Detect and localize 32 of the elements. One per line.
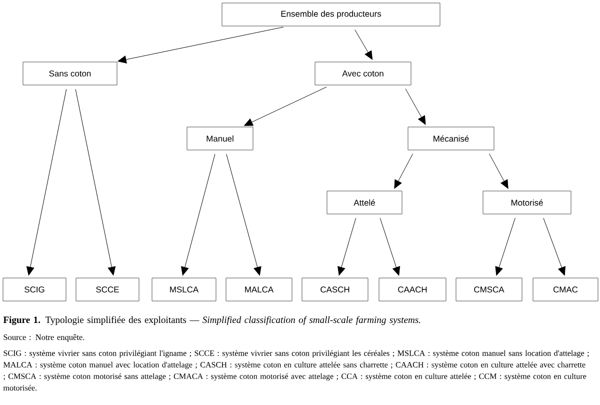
arrow xyxy=(26,88,67,276)
category-box: Sans coton xyxy=(22,62,118,86)
category-box: SCCE xyxy=(76,278,140,302)
source-note: Source : Notre enquête. xyxy=(4,334,84,342)
category-box: CASCH xyxy=(302,278,368,302)
arrow xyxy=(181,154,216,276)
category-box: Motorisé xyxy=(482,190,572,214)
category-box: MSLCA xyxy=(152,278,216,302)
arrow xyxy=(380,218,400,276)
arrow xyxy=(338,218,356,276)
arrow xyxy=(543,218,566,276)
category-box: MALCA xyxy=(226,278,292,302)
arrow xyxy=(244,86,327,126)
figure-caption: Figure 1. Typologie simplifiée des exploitants — Simplified classification of small-scale farming systems. xyxy=(3,316,420,326)
arrow xyxy=(226,154,262,276)
category-box: Ensemble des producteurs xyxy=(222,2,440,26)
category-box: Attelé xyxy=(326,190,402,214)
arrow xyxy=(354,29,373,60)
arrow xyxy=(118,26,284,64)
category-box: Mécanisé xyxy=(408,126,494,150)
category-box: SCIG xyxy=(2,278,66,302)
arrow xyxy=(405,88,426,125)
category-box: CAACH xyxy=(378,278,446,302)
category-box: CMAC xyxy=(532,278,598,302)
category-box: Avec coton xyxy=(314,62,412,86)
arrow xyxy=(394,154,414,189)
abbreviation-note: SCIG : système vivrier sans coton privilégiant l'igname ; SCCE : système vivrier sans coton privilégiant les céréales ; MSLCA : système coton manuel sans location d'attelage ; MALCA : système coton manuel avec location d'attelage ; CASCH : système coton en culture attelée sans charrette ; CAACH : système coton en culture attelée avec charrette ; CMSCA : système coton motorisé sans attelage ; CMACA : système coton motorisé avec attelage ; CCA : système coton en culture attelée ; CCM : système coton en culture motorisée. xyxy=(3,350,589,391)
arrow xyxy=(75,88,116,276)
arrow xyxy=(489,154,508,189)
arrow xyxy=(495,218,516,276)
category-box: Manuel xyxy=(186,126,254,150)
category-box: CMSCA xyxy=(456,278,522,302)
